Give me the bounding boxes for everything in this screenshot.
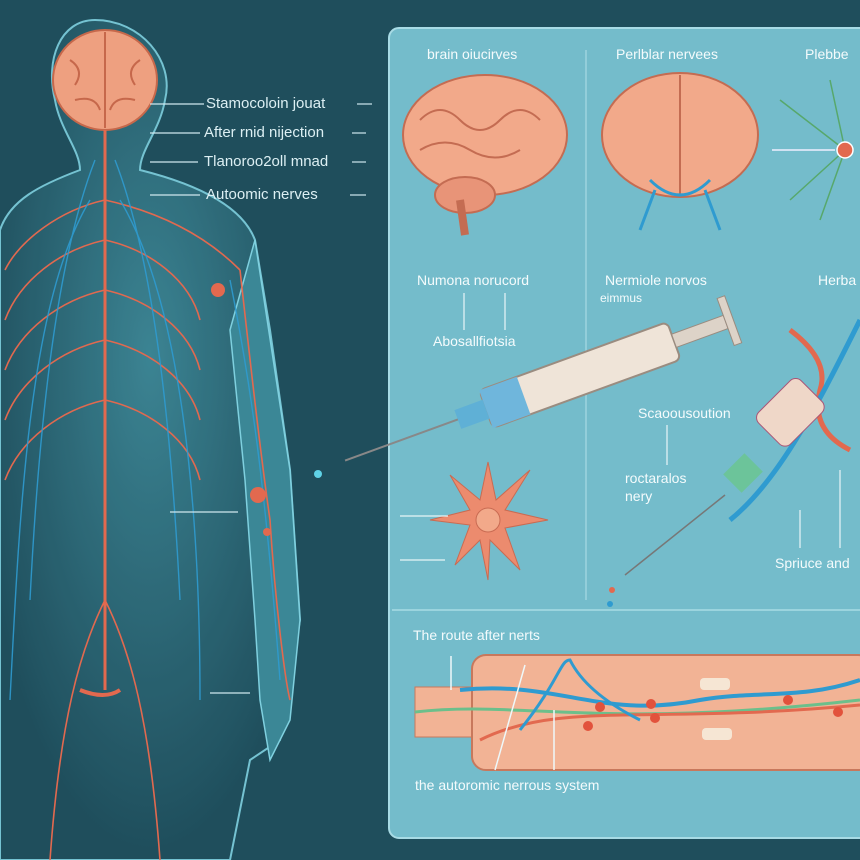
brain-panel-title: brain oiucirves	[427, 46, 518, 62]
spinal-panel-title: Numona norucord	[417, 272, 530, 288]
syringe-illustration	[314, 295, 743, 478]
peripheral-panel-title: Perlblar nervees	[616, 46, 718, 62]
muscle-nerve-strip	[414, 654, 860, 771]
injection-label-2: roctaralos	[625, 470, 687, 486]
injection-panel-title: Nermiole norvos	[605, 272, 707, 288]
neuron-illustration	[772, 79, 854, 221]
injection-subtitle: eimmus	[600, 291, 643, 305]
plexus-panel-title: Plebbe	[805, 46, 849, 62]
injection-label-1: Scaoousoution	[638, 405, 731, 421]
body-label-1: Stamocoloin jouat	[206, 95, 326, 112]
body-label-2: After rnid nijection	[204, 124, 325, 141]
catheter-illustration	[624, 318, 860, 576]
human-body-figure	[0, 18, 302, 860]
info-panel	[388, 27, 860, 839]
route-caption: the autoromic nerrous system	[415, 777, 600, 793]
injection-label-3: nery	[625, 488, 653, 504]
nerve-network	[4, 199, 291, 860]
body-label-4: Autoomic nerves	[206, 186, 318, 203]
spinal-sublabel: Abosallfiotsia	[433, 333, 516, 349]
brain-illustration	[402, 74, 568, 236]
herb-panel-title: Herba	[818, 272, 857, 288]
body-label-3: Tlanoroo2oll mnad	[204, 153, 329, 170]
brain-front-illustration	[601, 72, 759, 231]
herb-label: Spriuce and	[775, 555, 850, 571]
route-title: The route after nerts	[413, 627, 540, 643]
star-neuron-illustration	[429, 461, 549, 581]
